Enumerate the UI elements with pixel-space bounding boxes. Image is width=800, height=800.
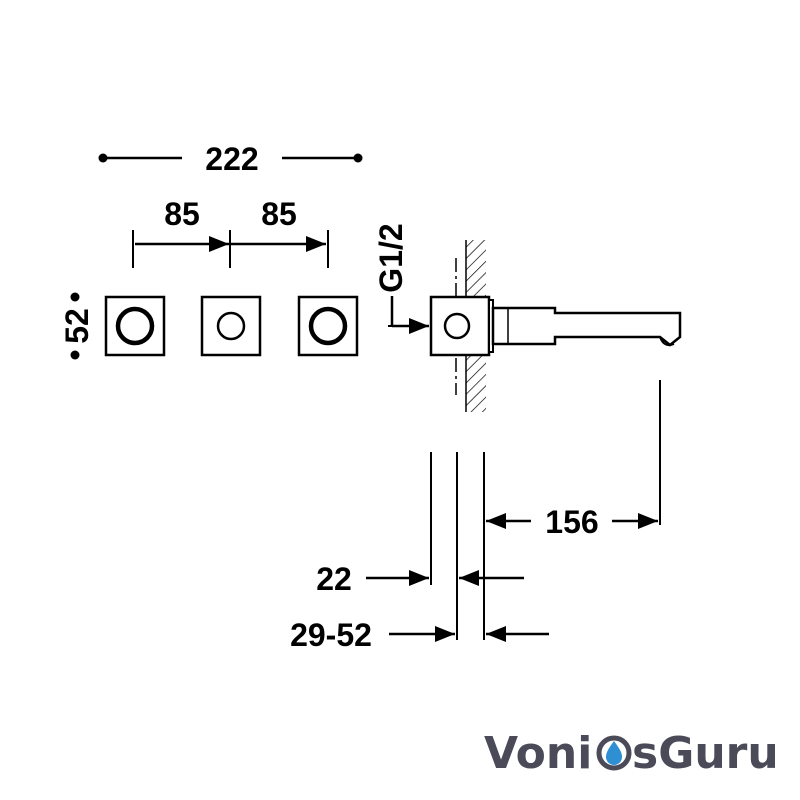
dimension-thread: G1/2 — [373, 223, 429, 334]
wall-extension-lines — [430, 452, 485, 640]
spout — [491, 306, 682, 347]
side-knob — [443, 312, 471, 340]
knob-left — [115, 306, 155, 346]
plate-right — [297, 295, 359, 357]
dimension-85-left-label: 85 — [164, 196, 200, 232]
side-plate — [429, 295, 491, 357]
plate-center — [200, 295, 262, 357]
spout-side-view — [429, 295, 682, 357]
dimension-85-right-label: 85 — [261, 196, 297, 232]
knob-center — [216, 311, 246, 341]
dimension-thread-label: G1/2 — [373, 223, 409, 292]
plate-left — [104, 295, 166, 357]
dimension-85-pair: 85 85 — [132, 196, 329, 268]
dimension-156-label: 156 — [545, 504, 598, 540]
dimension-156: 156 — [486, 380, 661, 540]
logo-text-sguru: sGuru — [632, 728, 779, 779]
dimension-22-label: 22 — [316, 561, 352, 597]
dimension-52: 52 — [59, 292, 95, 360]
water-drop-icon — [596, 735, 632, 771]
logo-text-voni: Voni — [484, 728, 592, 779]
dimension-22: 22 — [316, 561, 524, 597]
knob-right — [308, 306, 348, 346]
voniguru-logo: Voni sGuru — [484, 728, 779, 779]
dimension-29-52-label: 29-52 — [290, 617, 372, 653]
dimension-222-label: 222 — [205, 141, 258, 177]
control-plates — [104, 295, 359, 357]
dimension-222: 222 — [98, 141, 363, 177]
dimension-29-52: 29-52 — [290, 617, 549, 653]
dimension-52-label: 52 — [59, 308, 95, 344]
